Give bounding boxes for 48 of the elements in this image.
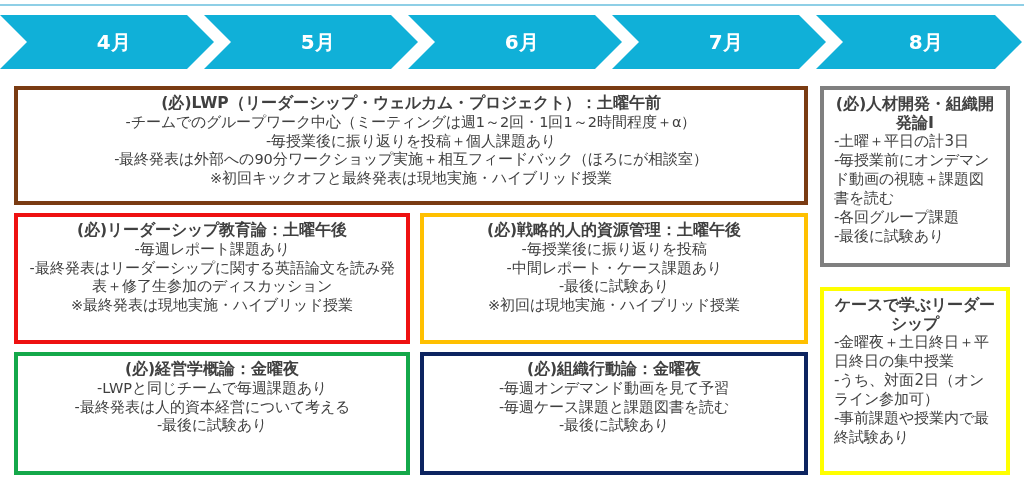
- course-note: -毎授業後に振り返りを投稿＋個人課題あり: [264, 131, 558, 150]
- month-label: 6月: [504, 28, 539, 56]
- course-note: -毎週レポート課題あり: [133, 240, 291, 259]
- month-header: [408, 15, 622, 69]
- course-note: -最後に試験あり: [834, 227, 946, 246]
- course-title: (必)人材開発・組織開発論Ⅰ: [834, 94, 996, 132]
- course-box: [14, 352, 410, 475]
- course-note: -LWPと同じチームで毎週課題あり: [95, 379, 329, 398]
- month-label: 7月: [708, 28, 743, 56]
- course-box: [420, 213, 808, 344]
- course-note: -最終発表は人的資本経営について考える: [73, 397, 351, 416]
- course-note: -毎授業後に振り返りを投稿: [520, 240, 708, 259]
- course-note: -金曜夜＋土日終日＋平日終日の集中授業: [834, 333, 991, 371]
- course-note: -うち、対面2日（オンライン参加可）: [834, 371, 985, 409]
- course-note: -最後に試験あり: [557, 277, 671, 296]
- course-note: -最後に試験あり: [557, 416, 671, 435]
- course-note: -毎週ケース課題と課題図書を読む: [497, 397, 731, 416]
- course-note: ※初回キックオフと最終発表は現地実施・ハイブリッド授業: [208, 168, 614, 187]
- course-box: [14, 86, 808, 205]
- course-note: -各回グループ課題: [834, 208, 961, 227]
- month-header: [612, 15, 826, 69]
- course-box: [420, 352, 808, 475]
- course-note: -チームでのグループワーク中心（ミーティングは週1～2回・1回1～2時間程度＋α）: [124, 113, 698, 132]
- course-title: (必)LWP（リーダーシップ・ウェルカム・プロジェクト）：土曜午前: [160, 94, 662, 113]
- course-title: (必)経営学概論：金曜夜: [123, 360, 301, 379]
- month-header: [204, 15, 418, 69]
- month-label: 8月: [908, 28, 943, 56]
- course-note: -毎授業前にオンデマンド動画の視聴＋課題図書を読む: [834, 151, 991, 208]
- course-note: -事前課題や授業内で最終試験あり: [834, 409, 991, 447]
- month-label: 4月: [96, 28, 131, 56]
- course-note: ※最終発表は現地実施・ハイブリッド授業: [69, 295, 355, 314]
- course-note: -最後に試験あり: [155, 416, 269, 435]
- month-header: [0, 15, 214, 69]
- course-title: (必)戦略的人的資源管理：土曜午後: [485, 221, 743, 240]
- course-note: -最終発表は外部への90分ワークショップ実施＋相互フィードバック（ほろにが相談室）: [113, 150, 709, 169]
- course-note: -毎週オンデマンド動画を見て予習: [497, 379, 731, 398]
- course-title: (必)リーダーシップ教育論：土曜午後: [75, 221, 349, 240]
- course-title: (必)組織行動論：金曜夜: [525, 360, 703, 379]
- course-note: -土曜＋平日の計3日: [834, 132, 970, 151]
- course-note: -中間レポート・ケース課題あり: [505, 258, 723, 277]
- month-header: [816, 15, 1022, 69]
- course-note: -最終発表はリーダーシップに関する英語論文を読み発表＋修了生参加のディスカッション: [28, 258, 396, 296]
- course-box: [820, 86, 1010, 267]
- course-note: ※初回は現地実施・ハイブリッド授業: [486, 295, 742, 314]
- course-title: ケースで学ぶリーダーシップ: [834, 295, 996, 333]
- course-box: [820, 287, 1010, 475]
- month-label: 5月: [300, 28, 335, 56]
- course-box: [14, 213, 410, 344]
